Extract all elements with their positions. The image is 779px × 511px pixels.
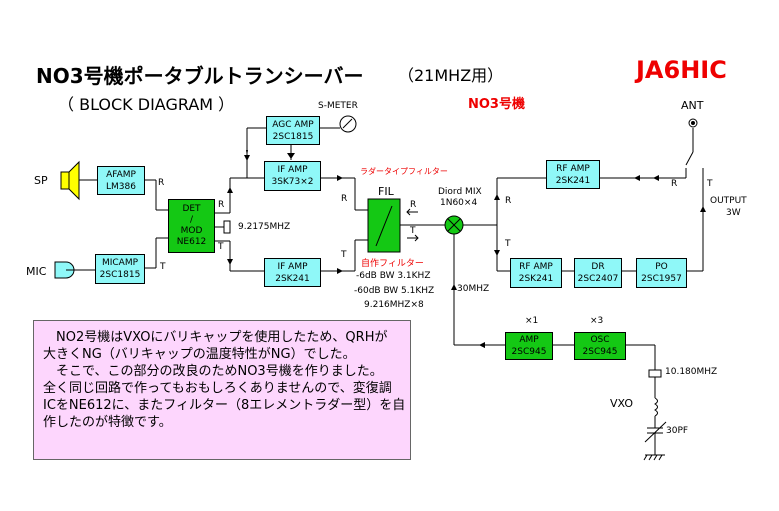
diagram-subtitle: （21MHZ用）	[398, 66, 504, 85]
antenna-label: ANT	[681, 99, 704, 112]
diagram-title: NO3号機ポータブルトランシーバー	[36, 64, 364, 88]
filter-label: FIL	[378, 185, 394, 198]
note-line: そこで、この部分の改良のためNO3号機を作りました。	[43, 364, 383, 379]
block-name: PO	[655, 262, 668, 272]
diode-mix-part: 1N60×4	[440, 198, 478, 208]
block-name: IF AMP	[277, 261, 308, 272]
if-amp-tx-block: IF AMP 2SK241	[264, 258, 321, 287]
block-name: OSC	[590, 335, 610, 345]
block-name: AFAMP	[106, 169, 136, 180]
block-name: DR	[591, 262, 605, 272]
lo-freq-label: 30MHZ	[457, 284, 490, 294]
bandwidth-60db: -60dB BW 5.1KHZ	[354, 286, 435, 296]
block-diagram-label: （ BLOCK DIAGRAM ）	[58, 95, 235, 114]
homemade-filter-label: 自作フィルター	[361, 259, 424, 269]
det-mod-block: DET / MOD NE612	[168, 199, 215, 253]
mic-amp-block: MICAMP 2SC1815	[95, 254, 145, 284]
agc-amp-block: AGC AMP 2SC1815	[266, 116, 320, 145]
rx-marker: R	[505, 196, 512, 206]
block-part: 2SC1815	[99, 270, 141, 280]
note-line: 大きくNG（バリキャップの温度特性がNG）でした。	[43, 347, 356, 362]
tx-marker: T	[410, 226, 416, 236]
tx-marker: T	[505, 239, 511, 249]
output-power-label: 3W	[726, 208, 741, 218]
rx-marker: R	[158, 178, 165, 188]
multiplier-x1: ×1	[525, 316, 539, 326]
s-meter-label: S-METER	[318, 101, 358, 111]
tx-marker: T	[341, 250, 347, 260]
speaker-label: SP	[34, 174, 48, 187]
block-part: 2SC945	[582, 347, 618, 357]
block-part: 2SK241	[275, 273, 310, 284]
block-part: LM386	[106, 181, 136, 192]
block-part: 2SC2407	[577, 274, 619, 284]
multiplier-x3: ×3	[590, 316, 604, 326]
block-slash: /	[189, 215, 194, 225]
block-part: 2SC1815	[272, 131, 314, 142]
block-part: 2SK241	[518, 274, 554, 284]
if-amp-rx-block: IF AMP 3SK73×2	[264, 161, 321, 191]
tx-marker: T	[218, 242, 224, 252]
note-line: 作したのが特徴です。	[43, 415, 172, 430]
block-part: 2SK241	[555, 175, 591, 186]
mic-label: MIC	[26, 265, 47, 278]
output-label: OUTPUT	[710, 196, 747, 206]
block-name: MICAMP	[101, 258, 139, 268]
rf-amp-tx-block: RF AMP 2SK241	[510, 258, 562, 288]
rx-marker: R	[410, 200, 417, 210]
driver-block: DR 2SC2407	[574, 258, 622, 288]
block-part: 3SK73×2	[271, 177, 314, 187]
af-amp-block: AFAMP LM386	[97, 166, 145, 195]
note-line: ICをNE612に、またフィルター（8エレメントラダー型）を自	[43, 398, 406, 413]
block-name: IF AMP	[277, 165, 308, 175]
model-label: NO3号機	[468, 97, 525, 112]
vxo-label: VXO	[610, 397, 634, 410]
rf-amp-rx-block: RF AMP 2SK241	[546, 160, 600, 189]
rx-marker: R	[218, 200, 225, 210]
ladder-filter-label: ラダータイプフィルター	[360, 167, 448, 176]
block-part: 2SC945	[511, 347, 547, 357]
callsign: JA6HIC	[636, 56, 727, 84]
block-name: AGC AMP	[272, 119, 314, 130]
crystal-spec: 9.216MHZ×8	[364, 300, 424, 310]
rx-marker: R	[341, 194, 348, 204]
bandwidth-6db: -6dB BW 3.1KHZ	[356, 271, 431, 281]
diode-mix-label: Diord MIX	[438, 187, 482, 197]
block-part: 2SC1957	[641, 274, 682, 284]
oscillator-block: OSC 2SC945	[574, 332, 626, 360]
carrier-freq-label: 9.2175MHZ	[238, 222, 291, 232]
note-line: 全く同じ回路で作ってもおもしろくありませんので、変復調	[43, 381, 392, 396]
block-part: NE612	[176, 237, 207, 247]
capacitor-label: 30PF	[666, 426, 689, 436]
crystal-freq-label: 10.180MHZ	[665, 367, 718, 377]
tx-marker: T	[160, 262, 166, 272]
note-line: NO2号機はVXOにバリキャップを使用したため、QRHが	[43, 330, 388, 345]
switch-rx-marker: R	[671, 179, 678, 189]
description-note: NO2号機はVXOにバリキャップを使用したため、QRHが 大きくNG（バリキャッ…	[33, 320, 411, 460]
lo-amp-block: AMP 2SC945	[505, 332, 553, 360]
power-amp-block: PO 2SC1957	[636, 258, 687, 288]
block-name: RF AMP	[519, 262, 553, 272]
block-name: AMP	[519, 335, 539, 345]
block-name: DET	[182, 204, 201, 214]
switch-tx-marker: T	[707, 179, 713, 189]
block-name: RF AMP	[556, 163, 590, 174]
block-name-2: MOD	[180, 226, 203, 236]
